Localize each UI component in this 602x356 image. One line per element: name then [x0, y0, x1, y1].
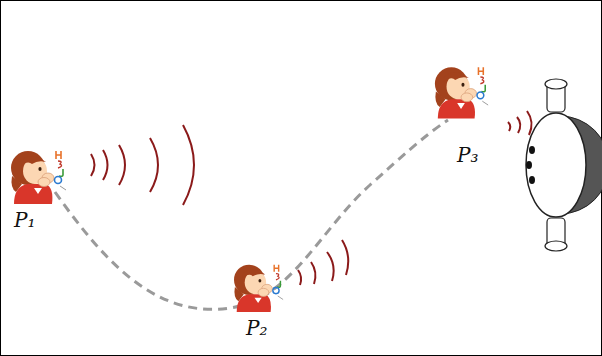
- sound-waves: [298, 240, 348, 285]
- point-label: P₃: [457, 145, 478, 165]
- speaker-girl: [435, 67, 488, 118]
- speaker-girl: [234, 265, 283, 312]
- speaker-girl: [11, 151, 66, 204]
- point-label: P₁: [14, 210, 35, 230]
- sound-waves: [508, 111, 532, 135]
- sound-waves: [91, 125, 194, 205]
- robot-top-view: [526, 79, 602, 251]
- point-label: P₂: [246, 318, 267, 338]
